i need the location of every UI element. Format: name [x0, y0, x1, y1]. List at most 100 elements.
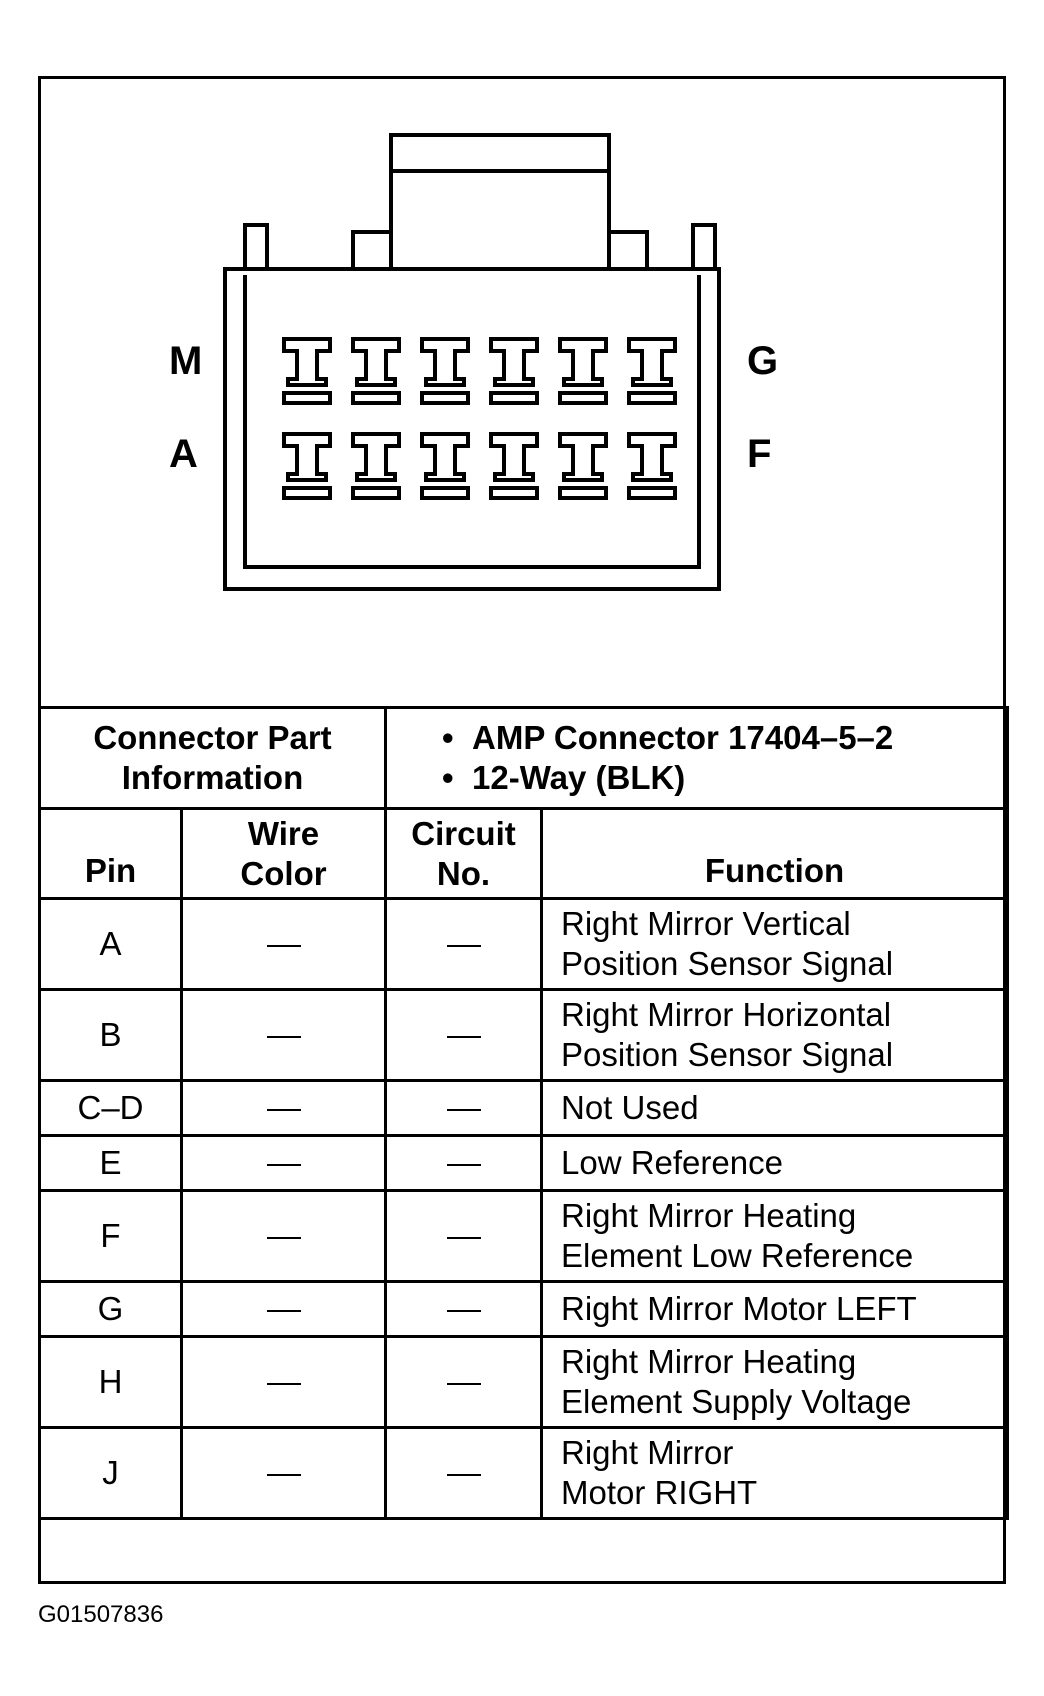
circuit-cell [384, 988, 543, 1082]
function-line2: Element Low Reference [561, 1237, 914, 1274]
wire-color-cell [180, 1335, 387, 1429]
terminal-shape [627, 337, 677, 387]
connector-drawing [223, 133, 721, 591]
empty-dash [266, 1310, 301, 1313]
pin-cavities [282, 337, 677, 500]
header-circuit-line1: Circuit [411, 814, 516, 852]
wire-color-cell [180, 1189, 387, 1283]
left-nub [351, 230, 391, 269]
pin-cavity [558, 337, 608, 405]
pin-cavity [489, 337, 539, 405]
terminal-bar [627, 391, 677, 405]
header-function: Function [540, 807, 1009, 900]
empty-dash [446, 1164, 481, 1167]
pin-cell: F [38, 1189, 183, 1283]
wire-color-cell [180, 988, 387, 1082]
wire-color-cell [180, 897, 387, 991]
terminal-shape [282, 337, 332, 387]
empty-dash [266, 1109, 301, 1112]
inner-housing [243, 275, 701, 569]
pin-cell: J [38, 1426, 183, 1520]
header-circuit-line2: No. [436, 854, 491, 892]
terminal-shape [558, 432, 608, 482]
part-info-details: •AMP Connector 17404–5–2 •12-Way (BLK) [384, 706, 1009, 810]
header-function-text: Function [704, 852, 845, 889]
table-row: A Right Mirror Vertical Position Sensor … [38, 897, 1009, 991]
function-line1: Right Mirror Heating [561, 1197, 857, 1234]
part-info-bullet-2: •12-Way (BLK) [442, 759, 686, 796]
outer-housing [223, 267, 721, 591]
wire-color-cell [180, 1426, 387, 1520]
label-m: M [169, 339, 203, 383]
empty-dash [446, 1109, 481, 1112]
pin-cavity [558, 432, 608, 500]
function-cell: Low Reference [540, 1134, 1009, 1192]
terminal-shape [627, 432, 677, 482]
terminal-bar [558, 486, 608, 500]
connector-figure-frame: M A G F Connector Part Information •AMP … [38, 76, 1009, 1584]
terminal-shape [420, 432, 470, 482]
function-cell: Right Mirror Vertical Position Sensor Si… [540, 897, 1009, 991]
circuit-cell [384, 1335, 543, 1429]
pin-cavity [420, 337, 470, 405]
pin-cell: A [38, 897, 183, 991]
terminal-bar [351, 486, 401, 500]
terminal-bar [282, 391, 332, 405]
terminal-bar [351, 391, 401, 405]
pin-cavity [282, 432, 332, 500]
function-line1: Low Reference [561, 1144, 783, 1181]
terminal-shape [489, 432, 539, 482]
function-line2: Motor RIGHT [561, 1474, 758, 1511]
empty-dash [446, 1383, 481, 1386]
empty-dash [266, 945, 301, 948]
terminal-shape [282, 432, 332, 482]
circuit-cell [384, 1280, 543, 1338]
wire-color-cell [180, 1280, 387, 1338]
pin-cavity [489, 432, 539, 500]
table-row: J Right Mirror Motor RIGHT [38, 1426, 1009, 1520]
connector-type: 12-Way (BLK) [472, 759, 686, 796]
function-cell: Right Mirror Motor RIGHT [540, 1426, 1009, 1520]
empty-dash [446, 1474, 481, 1477]
connector-housing [223, 133, 721, 591]
part-info-label: Connector Part Information [38, 706, 387, 810]
function-line2: Position Sensor Signal [561, 945, 894, 982]
pin-cavity [627, 337, 677, 405]
terminal-bar [420, 391, 470, 405]
function-cell: Right Mirror Heating Element Low Referen… [540, 1189, 1009, 1283]
left-latch [243, 223, 269, 269]
function-line1: Right Mirror Motor LEFT [561, 1290, 917, 1327]
figure-id: G01507836 [38, 1601, 164, 1628]
function-line1: Right Mirror [561, 1434, 734, 1471]
terminal-bar [420, 486, 470, 500]
function-cell: Right Mirror Horizontal Position Sensor … [540, 988, 1009, 1082]
terminal-shape [558, 337, 608, 387]
empty-dash [266, 1474, 301, 1477]
pin-cell: G [38, 1280, 183, 1338]
empty-dash [446, 1036, 481, 1039]
header-wire-color: Wire Color [180, 807, 387, 900]
label-f: F [747, 432, 772, 476]
table-row: G Right Mirror Motor LEFT [38, 1280, 1009, 1338]
function-line1: Not Used [561, 1089, 699, 1126]
terminal-shape [420, 337, 470, 387]
pin-cavity [627, 432, 677, 500]
circuit-cell [384, 1189, 543, 1283]
pin-cell: H [38, 1335, 183, 1429]
circuit-cell [384, 1426, 543, 1520]
function-line1: Right Mirror Heating [561, 1343, 857, 1380]
function-cell: Right Mirror Motor LEFT [540, 1280, 1009, 1338]
empty-dash [266, 1237, 301, 1240]
terminal-bar [282, 486, 332, 500]
right-latch [691, 223, 717, 269]
pinout-table: Connector Part Information •AMP Connecto… [38, 706, 1009, 1520]
pin-cavity [351, 337, 401, 405]
wire-color-cell [180, 1079, 387, 1137]
terminal-bar [558, 391, 608, 405]
terminal-bar [489, 391, 539, 405]
table-row: B Right Mirror Horizontal Position Senso… [38, 988, 1009, 1082]
terminal-bar [627, 486, 677, 500]
function-line1: Right Mirror Horizontal [561, 996, 892, 1033]
pin-cell: B [38, 988, 183, 1082]
part-info-row: Connector Part Information •AMP Connecto… [38, 706, 1009, 810]
